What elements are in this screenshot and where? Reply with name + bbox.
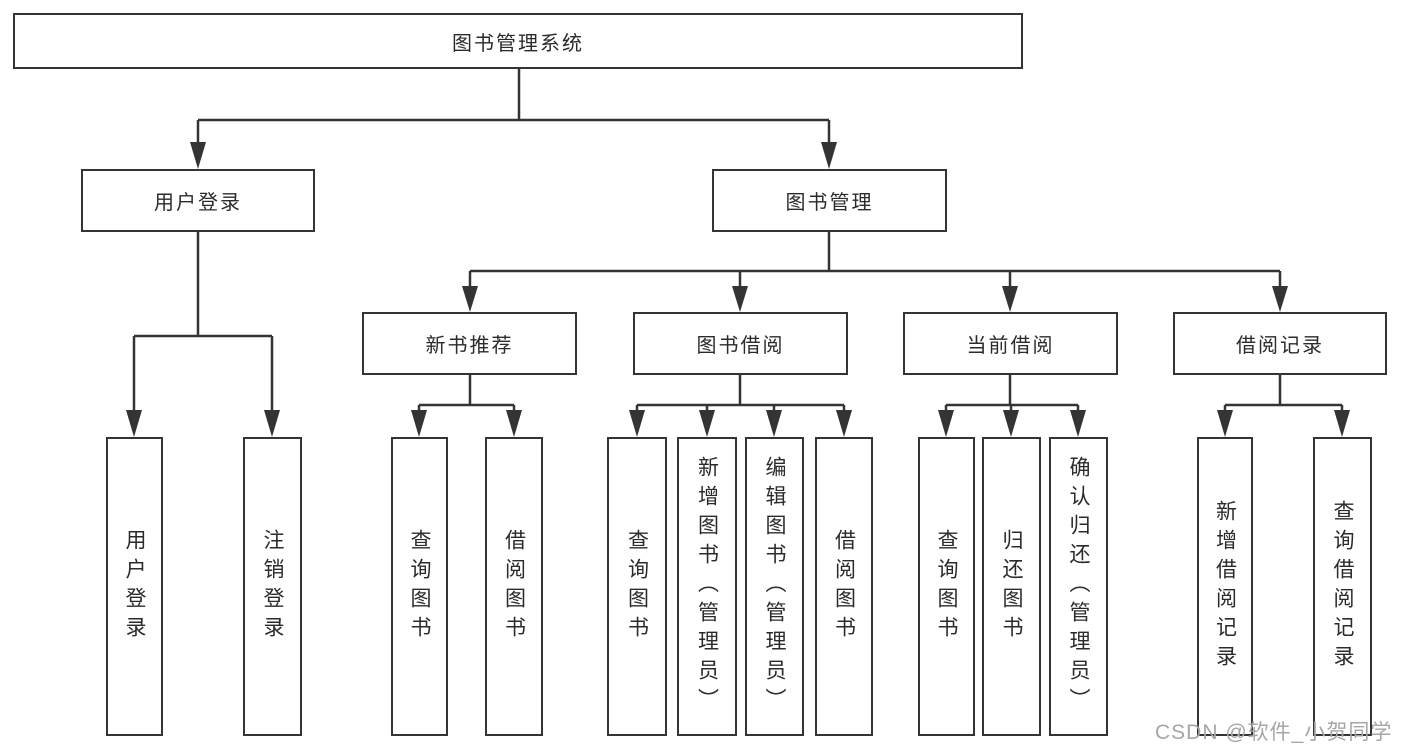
node-root: 图书管理系统 (13, 13, 1023, 69)
leaf-query-books-borrow: 查询图书 (607, 437, 667, 736)
node-user-login: 用户登录 (81, 169, 315, 232)
leaf-query-borrow-record-label: 查询借阅记录 (1331, 499, 1354, 674)
node-root-label: 图书管理系统 (452, 32, 584, 55)
leaf-borrow-books-recommend-label: 借阅图书 (502, 528, 526, 645)
leaf-edit-book-admin-label: 编辑图书（管理员） (763, 456, 786, 717)
node-book-management: 图书管理 (712, 169, 947, 232)
leaf-query-books-borrow-label: 查询图书 (625, 528, 649, 645)
leaf-return-book-label: 归还图书 (1000, 528, 1023, 645)
node-borrow-records: 借阅记录 (1173, 312, 1387, 375)
watermark-text: CSDN @软件_小贺同学 (1155, 721, 1393, 744)
leaf-query-books-current: 查询图书 (918, 437, 975, 736)
node-borrow-records-label: 借阅记录 (1236, 335, 1324, 357)
leaf-return-book: 归还图书 (982, 437, 1041, 736)
leaf-logout-label: 注销登录 (261, 528, 284, 645)
node-book-management-label: 图书管理 (785, 192, 874, 214)
leaf-query-books-current-label: 查询图书 (935, 528, 958, 645)
arrowhead-icons (126, 142, 1350, 437)
leaf-query-books-recommend-label: 查询图书 (408, 528, 431, 645)
leaf-confirm-return-admin-label: 确认归还（管理员） (1067, 456, 1090, 717)
leaf-edit-book-admin: 编辑图书（管理员） (745, 437, 804, 736)
leaf-add-borrow-record: 新增借阅记录 (1197, 437, 1253, 736)
leaf-borrow-books-recommend: 借阅图书 (485, 437, 543, 736)
leaf-user-login-label: 用户登录 (123, 528, 146, 645)
node-current-borrow-label: 当前借阅 (966, 335, 1055, 357)
node-book-borrow-label: 图书借阅 (696, 335, 785, 357)
leaf-query-books-recommend: 查询图书 (391, 437, 448, 736)
node-new-book-recommend-label: 新书推荐 (425, 335, 514, 357)
node-current-borrow: 当前借阅 (903, 312, 1118, 375)
leaf-confirm-return-admin: 确认归还（管理员） (1049, 437, 1108, 736)
leaf-borrow-books-label: 借阅图书 (832, 528, 856, 645)
leaf-add-book-admin-label: 新增图书（管理员） (695, 456, 719, 717)
node-new-book-recommend: 新书推荐 (362, 312, 577, 375)
leaf-borrow-books: 借阅图书 (815, 437, 873, 736)
leaf-add-book-admin: 新增图书（管理员） (677, 437, 737, 736)
leaf-add-borrow-record-label: 新增借阅记录 (1213, 499, 1237, 674)
leaf-logout: 注销登录 (243, 437, 302, 736)
node-book-borrow: 图书借阅 (633, 312, 848, 375)
node-user-login-label: 用户登录 (154, 192, 242, 214)
leaf-user-login: 用户登录 (106, 437, 163, 736)
leaf-query-borrow-record: 查询借阅记录 (1313, 437, 1372, 736)
